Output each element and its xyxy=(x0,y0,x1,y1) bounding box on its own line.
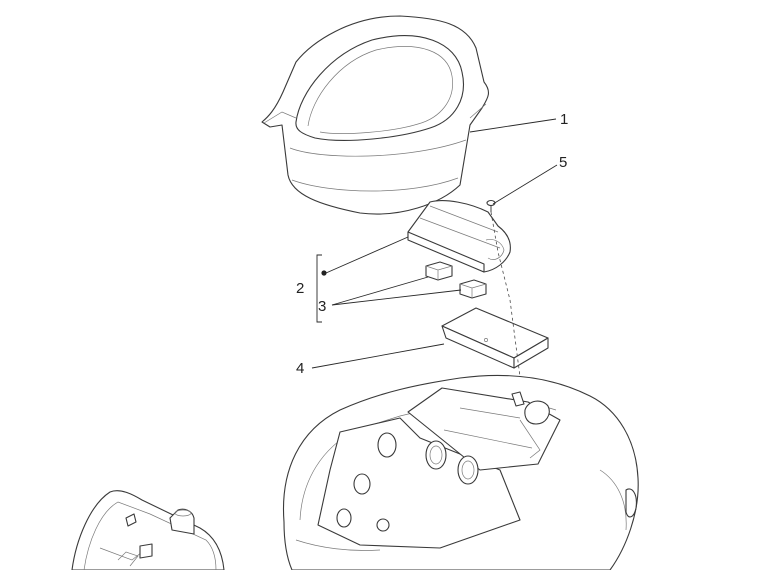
callout-3: 3 xyxy=(318,298,326,315)
assembly-axis-line xyxy=(490,211,531,453)
screw[interactable] xyxy=(486,199,496,213)
callout-2: 2 xyxy=(296,280,304,297)
leader-line-3b xyxy=(331,289,462,306)
leader-line-4 xyxy=(311,343,445,369)
rear-body-part[interactable] xyxy=(71,490,225,570)
leader-line-1 xyxy=(469,118,557,133)
rubber-pads[interactable] xyxy=(425,261,487,299)
callout-1: 1 xyxy=(560,111,568,128)
leader-lines xyxy=(311,118,558,369)
battery-cover-assembly[interactable] xyxy=(407,200,511,273)
callout-4: 4 xyxy=(296,360,304,377)
leader-line-2 xyxy=(325,236,409,274)
tray[interactable] xyxy=(441,307,549,369)
group-bracket-2 xyxy=(316,254,322,323)
leader-line-3a xyxy=(331,276,429,306)
frame-body[interactable] xyxy=(282,374,639,570)
helmet-compartment[interactable] xyxy=(261,15,490,215)
leader-dot-2 xyxy=(321,270,327,276)
callout-5: 5 xyxy=(559,154,567,171)
leader-line-5 xyxy=(492,164,558,205)
